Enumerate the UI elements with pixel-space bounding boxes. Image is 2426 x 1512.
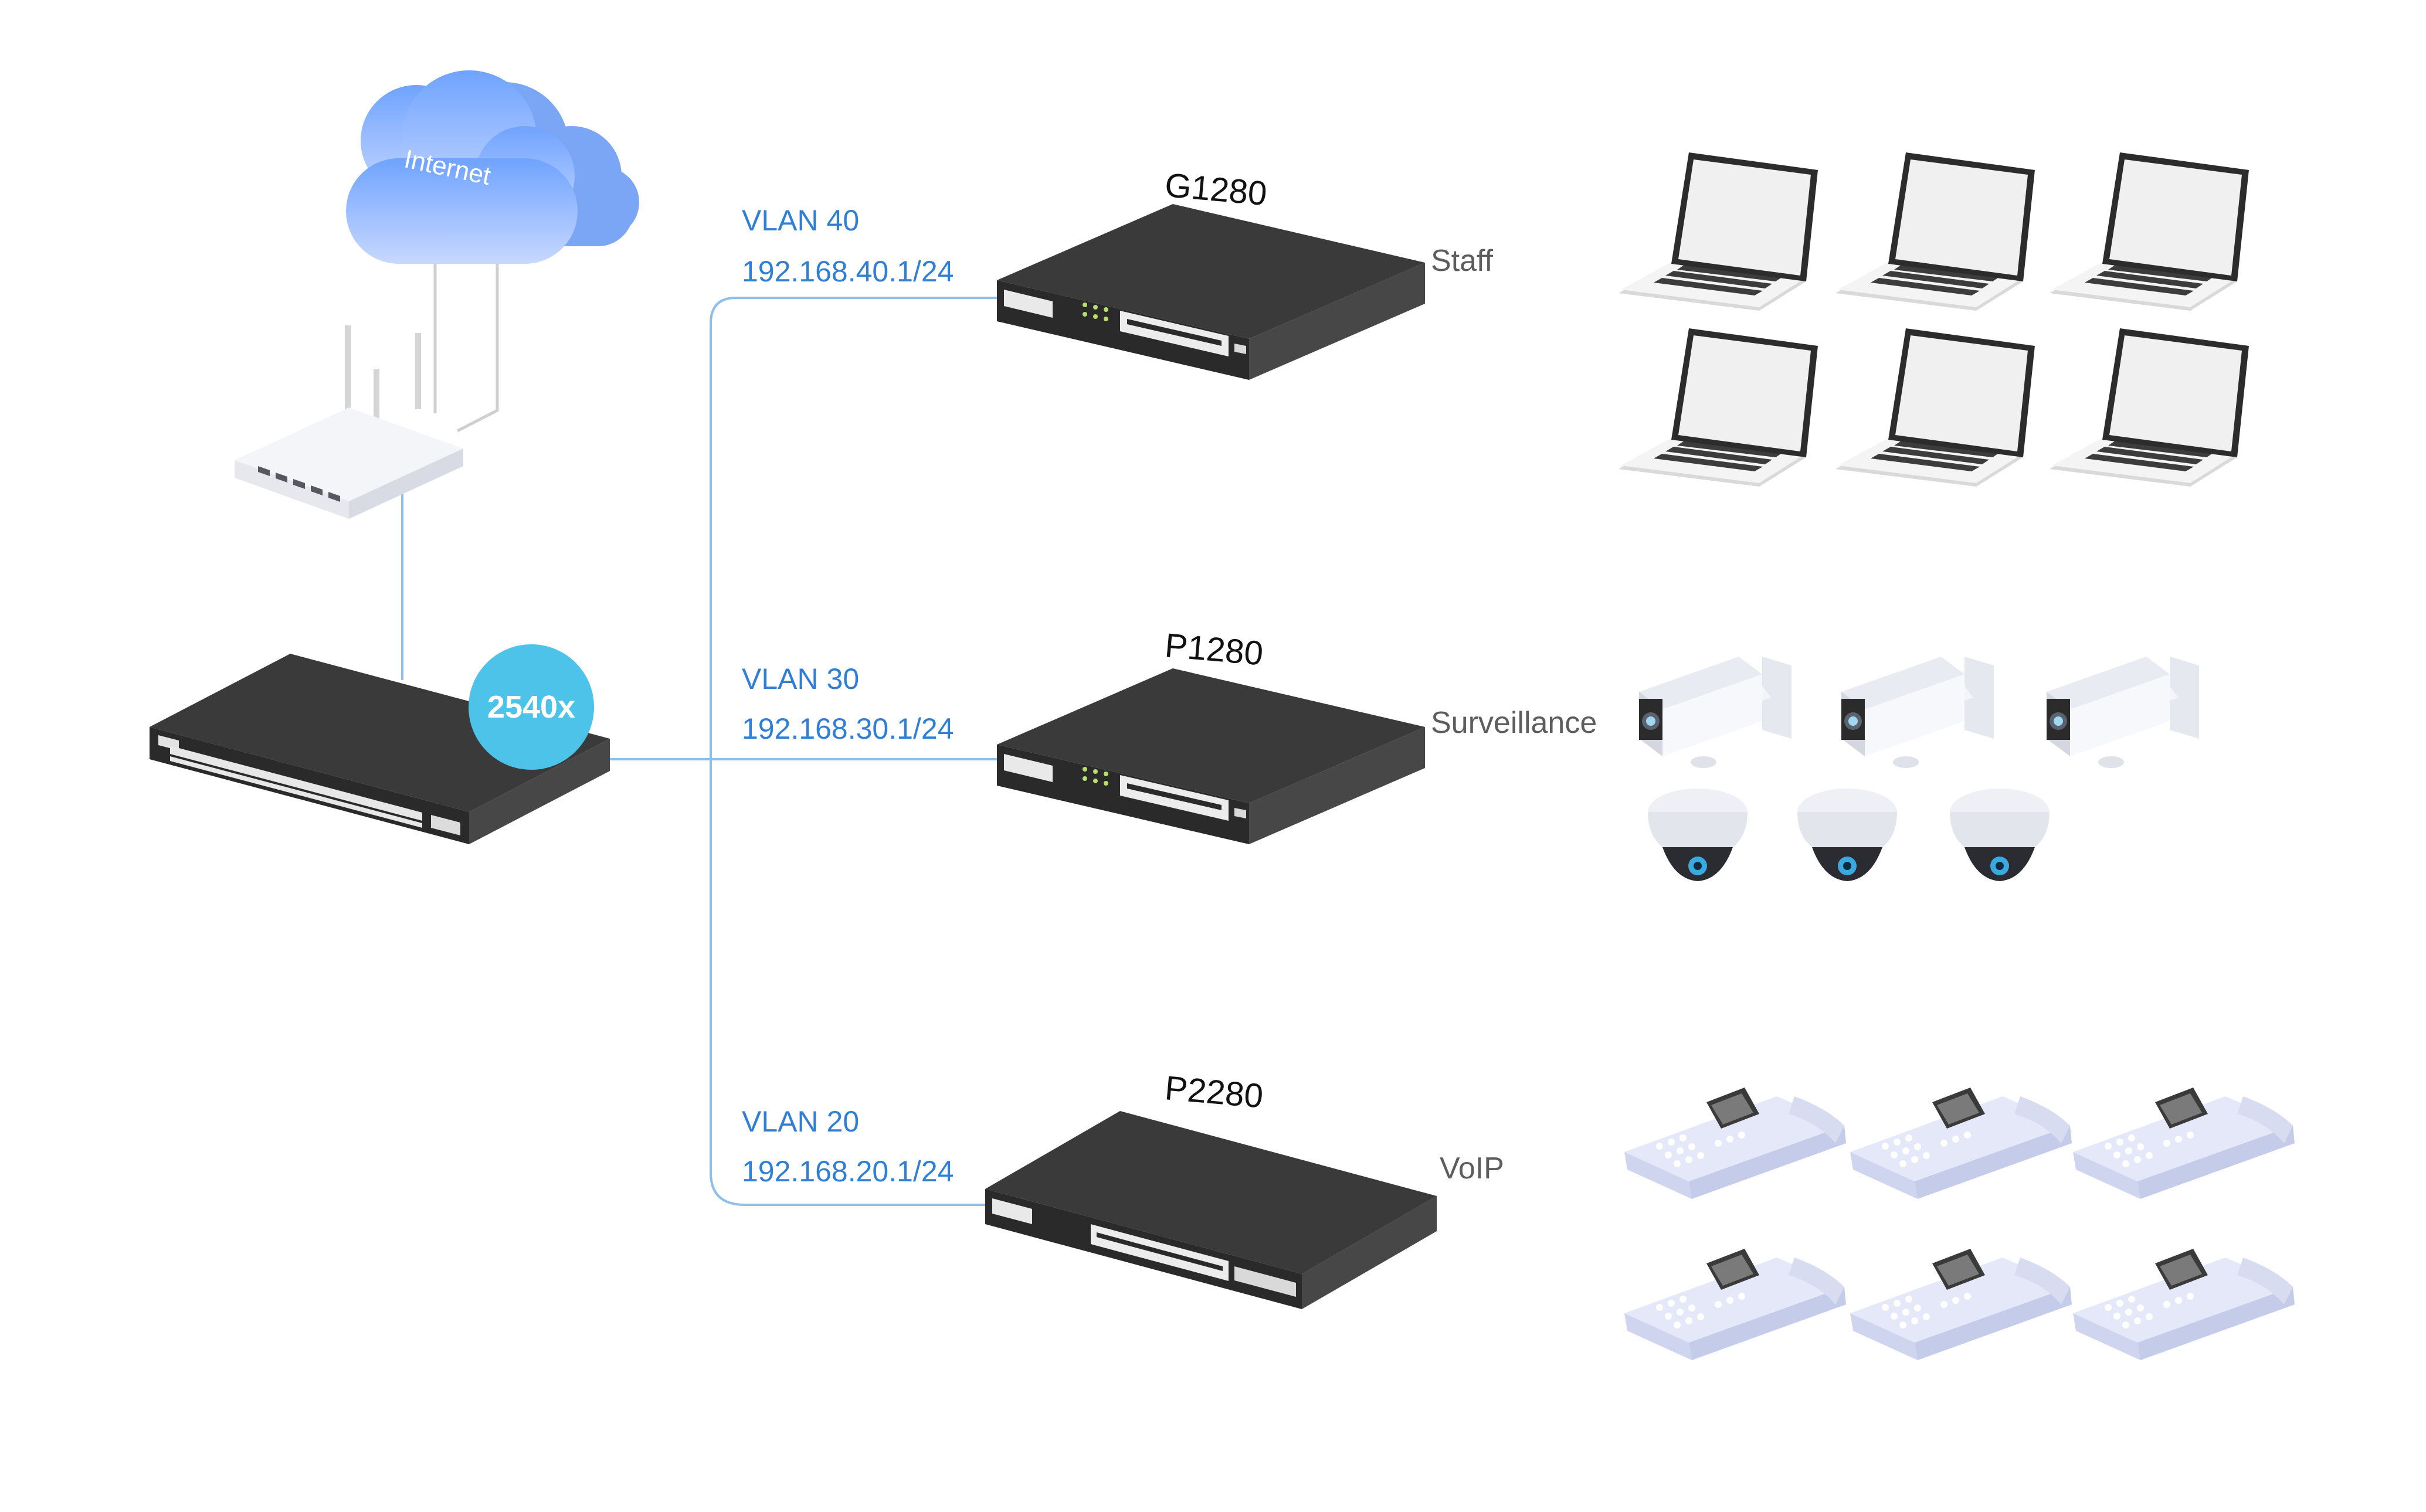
core-switch-model-label: 2540x xyxy=(487,689,575,725)
laptop-icon xyxy=(2050,328,2249,487)
switch-g1280 xyxy=(997,204,1425,380)
dome-camera-icon xyxy=(1950,789,2050,881)
vlan-30-label: VLAN 30 xyxy=(742,662,859,695)
ip-phone-icon xyxy=(1850,1088,2072,1199)
switch-p2280-label: P2280 xyxy=(1163,1069,1265,1115)
laptop-icon xyxy=(1619,152,1818,311)
laptop-icon xyxy=(1835,152,2035,311)
voip-label: VoIP xyxy=(1440,1151,1504,1185)
core-switch-ports xyxy=(170,746,460,835)
ip-phone-icon xyxy=(2073,1088,2295,1199)
ip-phone-icon xyxy=(2073,1249,2295,1360)
switch-p2280 xyxy=(985,1111,1437,1309)
vlan-20-label: VLAN 20 xyxy=(742,1105,859,1138)
core-switch xyxy=(150,654,610,844)
switch-g1280-label: G1280 xyxy=(1163,166,1268,213)
router-icon xyxy=(235,325,463,519)
vlan-40-subnet: 192.168.40.1/24 xyxy=(742,255,954,288)
link-lines xyxy=(401,235,997,1206)
core-switch-badge: 2540x xyxy=(469,644,594,770)
vlan-40-block: VLAN 40 192.168.40.1/24 G1280 Staff xyxy=(742,152,2249,487)
laptop-icon xyxy=(1619,328,1818,487)
vlan-20-block: VLAN 20 192.168.20.1/24 P2280 VoIP xyxy=(742,1069,2295,1360)
surveillance-label: Surveillance xyxy=(1431,706,1597,740)
vlan-20-subnet: 192.168.20.1/24 xyxy=(742,1155,954,1188)
vlan-40-label: VLAN 40 xyxy=(742,204,859,237)
dome-camera-icon xyxy=(1648,789,1748,881)
bullet-camera-icon xyxy=(1841,657,1994,768)
cloud-icon: Internet xyxy=(346,70,639,264)
switch-p1280 xyxy=(997,668,1425,844)
laptop-icon xyxy=(1835,328,2035,487)
laptop-icon xyxy=(2050,152,2249,311)
ip-phone-icon xyxy=(1624,1088,1846,1199)
bullet-camera-icon xyxy=(2047,657,2199,768)
ip-phone-icon xyxy=(1850,1249,2072,1360)
staff-label: Staff xyxy=(1431,244,1494,278)
ip-phone-icon xyxy=(1624,1249,1846,1360)
dome-camera-icon xyxy=(1797,789,1897,881)
switch-p1280-label: P1280 xyxy=(1163,626,1265,672)
vlan-30-block: VLAN 30 192.168.30.1/24 P1280 Surveillan… xyxy=(742,626,2199,881)
bullet-camera-icon xyxy=(1639,657,1791,768)
cloud-cable-2 xyxy=(456,235,499,433)
vlan-30-subnet: 192.168.30.1/24 xyxy=(742,712,954,745)
vlan-trunk xyxy=(710,297,997,1206)
